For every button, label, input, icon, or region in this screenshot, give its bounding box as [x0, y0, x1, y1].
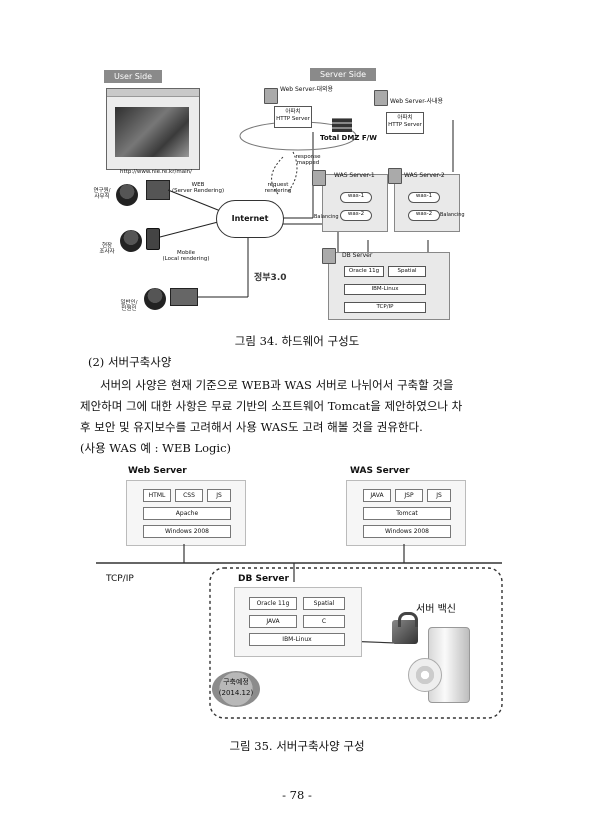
spatial-chip-35: Spatial [303, 597, 345, 610]
was-server-2-icon [388, 168, 402, 184]
web-server-panel: HTML CSS JS Apache Windows 2008 [126, 480, 246, 546]
html-chip: HTML [143, 489, 171, 502]
web-caption: WEB (Server Rendering) [172, 182, 225, 195]
oracle-chip: Oracle 11g [344, 266, 384, 277]
server-side-tab: Server Side [310, 68, 377, 81]
jsp-chip: JSP [395, 489, 423, 502]
url-label: http://www.nie.re.kr/main/ [120, 169, 192, 175]
page-number: - 78 - [282, 788, 312, 802]
web-server-title: Web Server [128, 466, 187, 476]
was-1-b: was-1 [408, 192, 440, 203]
firewall-icon [332, 118, 352, 132]
figure35-caption: 그림 35. 서버구축사양 구성 [229, 739, 365, 753]
paragraph-line-3: 후 보안 및 유지보수를 고려해서 사용 WAS도 고려 해볼 것을 권유한다. [80, 420, 423, 434]
web-server-main-label: Web Server-대외용 [280, 86, 334, 93]
section-heading: (2) 서버구축사양 [88, 355, 172, 369]
government-logo: 정부3.0 [254, 273, 287, 283]
user-side-tab: User Side [104, 70, 163, 83]
badge-line-1: 구축예정 [223, 678, 249, 686]
hardware-diagram: User Side Server Side http://www.nie.re.… [88, 62, 508, 328]
java-chip-db: JAVA [249, 615, 297, 628]
lock-shackle-icon [398, 612, 418, 627]
mobile-caption: Mobile (Local rendering) [162, 250, 210, 263]
citizen-icon [144, 288, 166, 310]
windows-chip-was: Windows 2008 [363, 525, 451, 538]
db-server-icon [322, 248, 336, 264]
schedule-badge: 구축예정 (2014.12) [212, 671, 260, 707]
was-server-panel: JAVA JSP JS Tomcat Windows 2008 [346, 480, 466, 546]
js-chip: JS [207, 489, 231, 502]
css-chip: CSS [175, 489, 203, 502]
web-server-internal-icon [374, 90, 388, 106]
web-server-internal-label: Web Server-사내용 [390, 98, 444, 105]
ibm-linux-chip: IBM-Linux [344, 284, 426, 295]
field-label: 현장 조사자 [99, 243, 115, 256]
citizen-label: 일반인/ 민원인 [120, 300, 138, 313]
db-server-label: DB Server [342, 252, 373, 259]
db-server-panel: Oracle 11g Spatial JAVA C IBM-Linux [234, 587, 362, 657]
java-chip-was: JAVA [363, 489, 391, 502]
mobile-icon [146, 228, 160, 250]
was-server-1-label: WAS Server-1 [334, 172, 375, 179]
was-server-title: WAS Server [350, 466, 410, 476]
http-server-1: 아파치 HTTP Server [274, 106, 312, 128]
response-label: response mapped [295, 154, 321, 167]
vaccine-label: 서버 백신 [416, 604, 456, 615]
desktop-icon [146, 180, 170, 200]
firewall-label: Total DMZ F/W [320, 134, 377, 142]
windows-chip-web: Windows 2008 [143, 525, 231, 538]
internet-cloud: Internet [216, 200, 284, 238]
researcher-icon [116, 184, 138, 206]
apache-chip: Apache [143, 507, 231, 520]
balancing-1: Balancing [314, 214, 339, 220]
paragraph-line-1: 서버의 사양은 현재 기준으로 WEB과 WAS 서버로 나뉘어서 구축할 것을 [100, 378, 454, 392]
oracle-chip-35: Oracle 11g [249, 597, 297, 610]
was-server-1-icon [312, 170, 326, 186]
tcpip-label: TCP/IP [106, 574, 134, 584]
spatial-chip: Spatial [388, 266, 426, 277]
web-server-icon [264, 88, 278, 104]
figure34-caption: 그림 34. 하드웨어 구성도 [234, 334, 360, 348]
badge-line-2: (2014.12) [218, 689, 254, 697]
paragraph-line-4: (사용 WAS 예 : WEB Logic) [80, 441, 232, 455]
researcher-label: 연구원/ 사무직 [93, 188, 111, 201]
ibm-linux-chip-35: IBM-Linux [249, 633, 345, 646]
field-researcher-icon [120, 230, 142, 252]
tcpip-chip: TCP/IP [344, 302, 426, 313]
server-spec-diagram: Web Server HTML CSS JS Apache Windows 20… [88, 462, 508, 732]
db-server-title: DB Server [238, 574, 289, 584]
request-label: request rendering [264, 182, 292, 195]
was-2-a: was-2 [340, 210, 372, 221]
disc-icon [408, 658, 442, 692]
was-server-2-box [394, 174, 460, 232]
browser-screenshot [106, 88, 200, 170]
was-1-a: was-1 [340, 192, 372, 203]
tomcat-chip: Tomcat [363, 507, 451, 520]
was-server-1-box [322, 174, 388, 232]
was-2-b: was-2 [408, 210, 440, 221]
c-chip: C [303, 615, 345, 628]
laptop-icon [170, 288, 198, 306]
was-server-2-label: WAS Server-2 [404, 172, 445, 179]
js-chip-was: JS [427, 489, 451, 502]
paragraph-line-2: 제안하며 그에 대한 사항은 무료 기반의 소프트웨어 Tomcat을 제안하였… [80, 399, 463, 413]
balancing-2: Balancing [440, 212, 465, 218]
http-server-2: 아파치 HTTP Server [386, 112, 424, 134]
